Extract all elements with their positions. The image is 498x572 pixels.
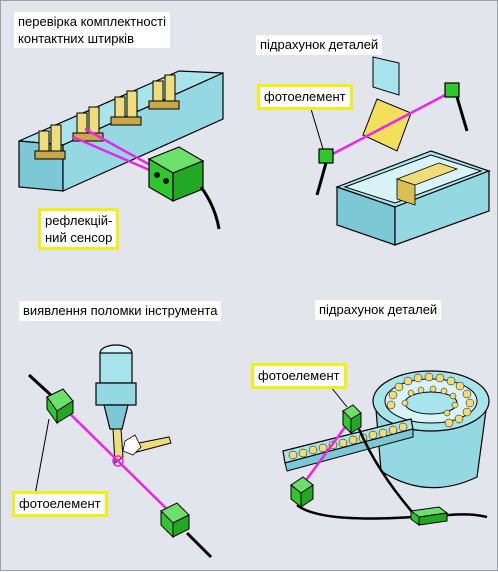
reflective-sensor-label-line1: рефлекцій- — [45, 213, 113, 228]
reflective-sensor-label-line2: ний сенсор — [45, 230, 113, 245]
title-parts-count-bottom: підрахунок деталей — [315, 300, 442, 320]
reflective-beam-return — [72, 135, 162, 177]
sensor-cable-upper — [357, 428, 414, 514]
photoelement-right — [160, 502, 213, 559]
reflective-sensor-label: рефлекцій- ний сенсор — [38, 208, 120, 250]
title-pin-check: перевірка комплектності контактних штирк… — [14, 12, 170, 48]
photoelement-label-bottom-right: фотоелемент — [251, 363, 347, 389]
reflective-sensor — [147, 146, 221, 230]
photoelement-left — [27, 373, 74, 425]
photoelement-receiver — [444, 82, 469, 132]
reflective-beam — [84, 127, 162, 173]
photo-beam-top-right — [326, 91, 450, 159]
title-parts-count-top: підрахунок деталей — [256, 35, 383, 55]
leader-line-bottom-right — [330, 386, 348, 408]
falling-part-upper — [372, 56, 400, 96]
photoelement-label-top-right: фотоелемент — [257, 84, 353, 110]
bowl-parts — [386, 372, 475, 428]
photoelement-label-bottom-left: фотоелемент — [12, 491, 108, 517]
connector-rail — [18, 70, 224, 192]
photoelement-upper — [342, 404, 362, 435]
title-pin-check-line1: перевірка комплектності — [18, 14, 166, 29]
photo-beam-bottom-right — [299, 418, 353, 488]
photoelement-lower — [290, 476, 314, 509]
title-tool-breakage: виявлення поломки інструмента — [19, 301, 222, 321]
title-pin-check-line2: контактних штирків — [18, 31, 134, 46]
sensor-cable-lower — [296, 503, 488, 520]
amplifier-unit — [409, 506, 449, 526]
photo-beam-bottom-left — [58, 402, 178, 520]
drill-spindle — [95, 344, 137, 430]
drill-bit — [112, 428, 124, 464]
photoelement-emitter — [315, 148, 334, 196]
counting-container — [335, 150, 491, 246]
leader-line-bottom-left — [34, 418, 50, 496]
leader-line-top-right — [310, 108, 324, 150]
